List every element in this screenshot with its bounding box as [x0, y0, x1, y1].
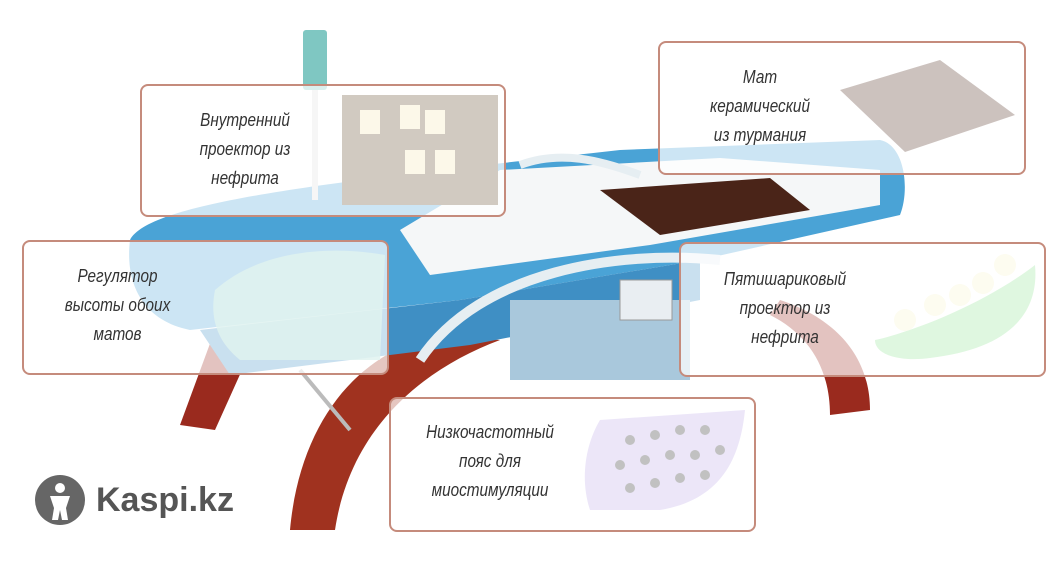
callout-myostimulation-belt — [389, 397, 756, 532]
kaspi-watermark-text: Kaspi.kz — [96, 480, 234, 519]
callout-height-regulator — [22, 240, 389, 375]
callout-tourmaline-mat — [658, 41, 1026, 175]
callout-jade-projector — [140, 84, 506, 217]
bed-leg-front — [290, 335, 500, 530]
kaspi-logo-icon — [35, 475, 85, 525]
kaspi-watermark: Kaspi.kz — [34, 474, 234, 526]
tourmaline-mat-on-bed — [600, 178, 810, 235]
callout-five-ball-projector — [679, 242, 1046, 377]
